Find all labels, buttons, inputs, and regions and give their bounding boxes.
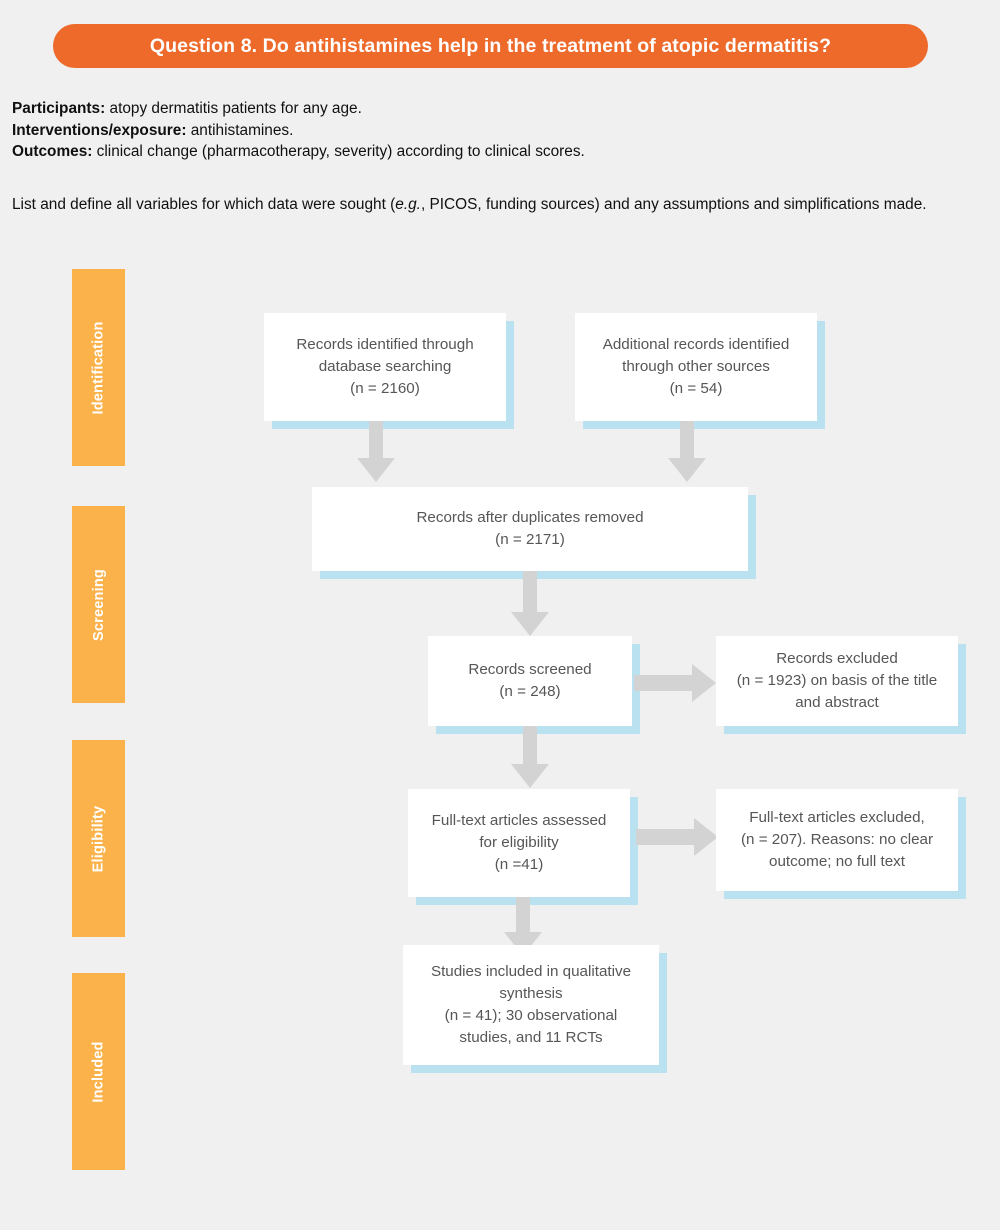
flow-box-line: (n =41) — [494, 856, 544, 873]
stage-label-eligibility: Eligibility — [90, 805, 107, 872]
arrow-right-screened-to-excluded — [634, 664, 716, 702]
arrow-down-fulltext-to-included — [504, 890, 542, 956]
flow-box-records-excluded: Records excluded (n = 1923) on basis of … — [716, 636, 958, 726]
intro-label-outcomes: Outcomes: — [12, 143, 93, 160]
stage-bar-identification: Identification — [72, 269, 125, 466]
intro-text-participants: atopy dermatitis patients for any age. — [105, 100, 362, 117]
flow-box-line: Records after duplicates removed — [416, 509, 644, 526]
intro-label-interventions: Interventions/exposure: — [12, 121, 187, 139]
flow-box-line: (n = 248) — [499, 683, 561, 700]
flow-box-line: Full-text articles excluded, — [749, 809, 925, 826]
intro-label-participants: Participants: — [12, 100, 106, 117]
arrow-right-fulltext-to-excluded — [636, 818, 718, 856]
arrow-down-additional-to-duplicates — [668, 416, 706, 482]
stage-label-identification: Identification — [90, 320, 107, 415]
stage-bar-screening: Screening — [72, 506, 125, 703]
flow-box-line: Records excluded — [776, 650, 898, 667]
arrow-down-screened-to-fulltext — [511, 722, 549, 788]
flow-box-line: (n = 2160) — [350, 380, 420, 397]
flow-box-line: synthesis — [499, 985, 563, 1002]
question-banner: Question 8. Do antihistamines help in th… — [53, 24, 928, 68]
flow-box-line: Records identified through — [296, 336, 474, 353]
flow-box-records-after-duplicates-removed: Records after duplicates removed (n = 21… — [312, 487, 748, 571]
flow-box-line: (n = 2171) — [495, 531, 565, 548]
flow-box-studies-included-qualitative: Studies included in qualitative synthesi… — [403, 945, 659, 1065]
intro-text-outcomes: clinical change (pharmacotherapy, severi… — [92, 143, 585, 160]
flow-box-line: Records screened — [468, 661, 592, 678]
flow-box-line: (n = 54) — [669, 380, 723, 397]
flow-box-additional-records-other-sources: Additional records identified through ot… — [575, 313, 817, 421]
intro-line-outcomes: Outcomes: clinical change (pharmacothera… — [12, 141, 988, 163]
variables-note: List and define all variables for which … — [12, 194, 927, 215]
flow-box-full-text-assessed: Full-text articles assessed for eligibil… — [408, 789, 630, 897]
variables-note-italic: e.g. — [395, 196, 421, 213]
stage-label-included: Included — [90, 1040, 107, 1103]
variables-note-post: , PICOS, funding sources) and any assump… — [420, 196, 927, 213]
stage-bar-included: Included — [72, 973, 125, 1170]
intro-line-interventions: Interventions/exposure: antihistamines. — [12, 120, 988, 142]
flow-box-line: studies, and 11 RCTs — [459, 1029, 603, 1046]
intro-line-participants: Participants: atopy dermatitis patients … — [12, 98, 988, 120]
flow-box-line: Full-text articles assessed — [431, 812, 607, 829]
flow-box-line: (n = 41); 30 observational — [444, 1007, 618, 1024]
flow-box-line: Additional records identified — [602, 336, 790, 353]
flow-box-text: Records excluded (n = 1923) on basis of … — [729, 648, 946, 714]
flow-box-records-identified-database: Records identified through database sear… — [264, 313, 506, 421]
flow-box-line: Studies included in qualitative — [430, 963, 632, 980]
picos-summary: Participants: atopy dermatitis patients … — [12, 98, 988, 163]
flow-box-line: (n = 207). Reasons: no clear — [740, 831, 934, 848]
flow-box-text: Full-text articles assessed for eligibil… — [424, 810, 615, 876]
flow-box-full-text-excluded: Full-text articles excluded, (n = 207). … — [716, 789, 958, 891]
flow-box-text: Records identified through database sear… — [288, 334, 481, 400]
flow-box-line: through other sources — [622, 358, 770, 375]
flow-box-records-screened: Records screened (n = 248) — [428, 636, 632, 726]
flow-box-text: Records screened (n = 248) — [460, 659, 599, 703]
flow-box-line: (n = 1923) on basis of the title — [736, 672, 938, 689]
arrow-down-duplicates-to-screened — [511, 566, 549, 636]
flow-box-line: and abstract — [795, 694, 879, 711]
stage-label-screening: Screening — [90, 568, 107, 641]
flow-box-text: Additional records identified through ot… — [595, 334, 798, 400]
variables-note-pre: List and define all variables for which … — [12, 196, 396, 213]
flow-box-text: Studies included in qualitative synthesi… — [423, 961, 639, 1049]
flow-box-line: outcome; no full text — [769, 853, 905, 870]
arrow-down-identified-to-duplicates — [357, 416, 395, 482]
stage-bar-eligibility: Eligibility — [72, 740, 125, 937]
flow-box-line: for eligibility — [479, 834, 559, 851]
flow-box-line: database searching — [318, 358, 452, 375]
intro-text-interventions: antihistamines. — [186, 121, 294, 139]
flow-box-text: Full-text articles excluded, (n = 207). … — [733, 807, 941, 873]
flow-box-text: Records after duplicates removed (n = 21… — [408, 507, 651, 551]
page-title: Question 8. Do antihistamines help in th… — [149, 34, 832, 57]
